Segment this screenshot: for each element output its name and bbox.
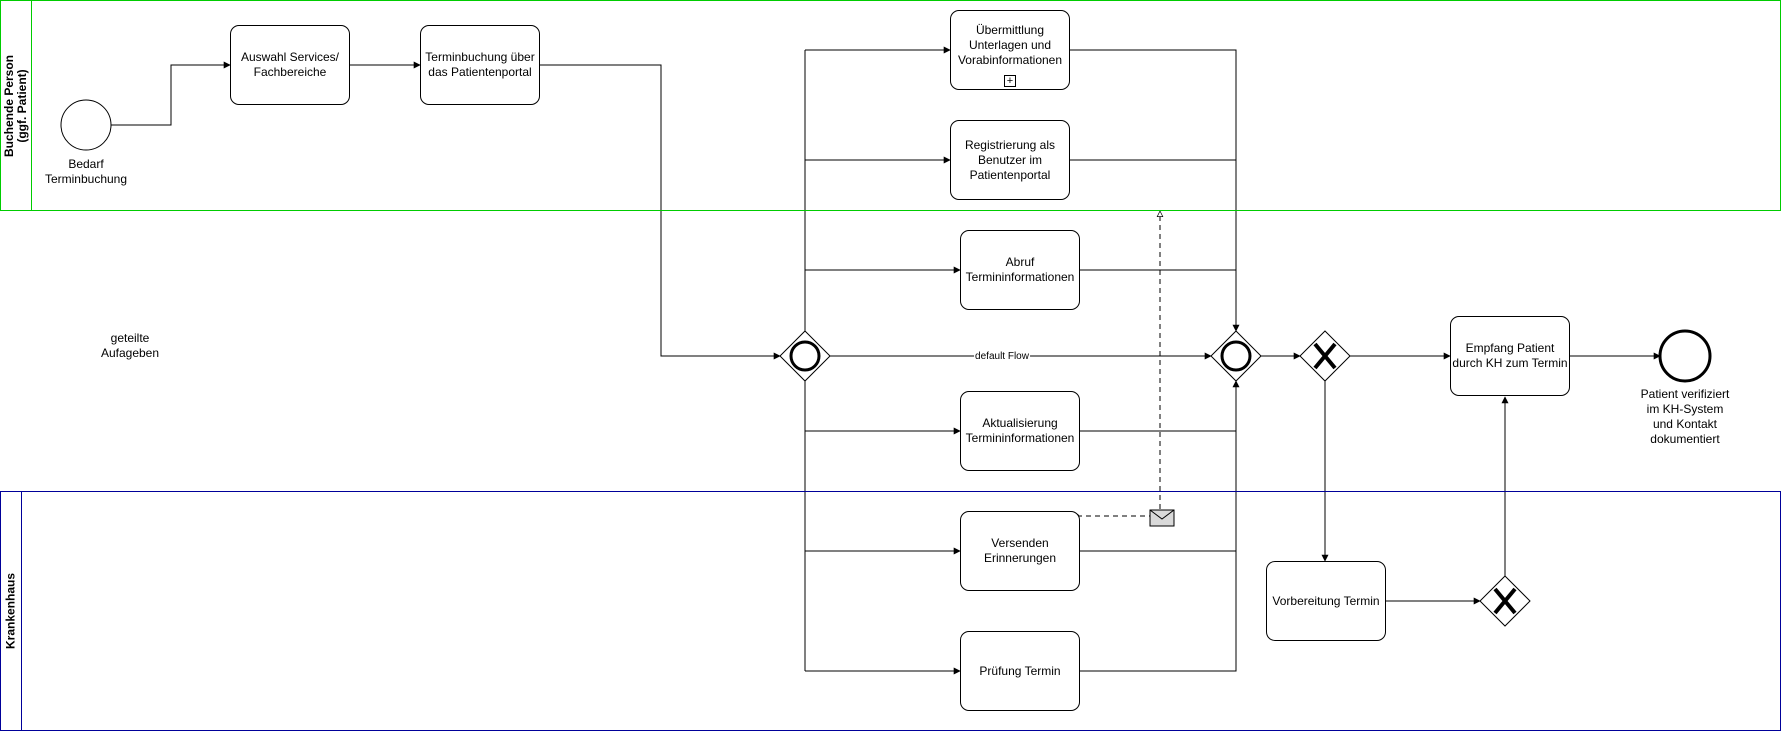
task-uebermittlung-unterlagen[interactable]: Übermittlung Unterlagen und Vorabinforma… bbox=[950, 10, 1070, 90]
task-versenden-erinnerungen[interactable]: Versenden Erinnerungen bbox=[960, 511, 1080, 591]
task-label: Aktualisierung Termininformationen bbox=[965, 416, 1075, 445]
task-abruf-termininformationen[interactable]: Abruf Termininformationen bbox=[960, 230, 1080, 310]
task-label: Registrierung als Benutzer im Patientenp… bbox=[964, 137, 1056, 182]
end-event-label: Patient verifiziert im KH-System und Kon… bbox=[1640, 387, 1730, 446]
lane-hospital: Krankenhaus bbox=[0, 491, 1781, 731]
task-terminbuchung[interactable]: Terminbuchung über das Patientenportal bbox=[420, 25, 540, 105]
task-label: Vorbereitung Termin bbox=[1272, 593, 1380, 608]
flow-start-to-auswahl bbox=[111, 61, 231, 126]
lane-hospital-title: Krankenhaus bbox=[3, 572, 18, 650]
inclusive-gateway-icon bbox=[779, 330, 831, 382]
task-aktualisierung-termininformationen[interactable]: Aktualisierung Termininformationen bbox=[960, 391, 1080, 471]
task-label: Übermittlung Unterlagen und Vorabinforma… bbox=[957, 22, 1063, 67]
task-label: Empfang Patient durch KH zum Termin bbox=[1452, 341, 1568, 370]
task-label: Terminbuchung über das Patientenportal bbox=[425, 50, 535, 79]
envelope-icon bbox=[1149, 509, 1175, 527]
task-pruefung-termin[interactable]: Prüfung Termin bbox=[960, 631, 1080, 711]
exclusive-gateway-icon bbox=[1479, 575, 1531, 627]
task-empfang-patient[interactable]: Empfang Patient durch KH zum Termin bbox=[1450, 316, 1570, 396]
message-flow-versenden-to-patient bbox=[1077, 211, 1160, 516]
start-event bbox=[60, 99, 112, 151]
lane-patient-header: Buchende Person (ggf. Patient) bbox=[1, 1, 32, 210]
task-label: Abruf Termininformationen bbox=[965, 255, 1075, 284]
start-event-label: Bedarf Terminbuchung bbox=[44, 157, 128, 186]
exclusive-gateway-icon bbox=[1299, 330, 1351, 382]
end-event bbox=[1658, 329, 1712, 383]
task-label: Versenden Erinnerungen bbox=[983, 536, 1057, 565]
lane-patient-title: Buchende Person (ggf. Patient) bbox=[2, 54, 29, 157]
lane-shared-label: geteilte Aufageben bbox=[100, 331, 160, 360]
subprocess-marker-icon: + bbox=[1004, 75, 1016, 87]
inclusive-gateway-icon bbox=[1210, 330, 1262, 382]
task-label: Prüfung Termin bbox=[979, 663, 1061, 678]
task-label: Auswahl Services/ Fachbereiche bbox=[240, 50, 340, 79]
task-registrierung[interactable]: Registrierung als Benutzer im Patientenp… bbox=[950, 120, 1070, 200]
flow-uebermittlung-to-join bbox=[1070, 49, 1240, 332]
flow-pruefung-to-join bbox=[1080, 380, 1240, 672]
lane-hospital-header: Krankenhaus bbox=[1, 492, 22, 730]
task-vorbereitung-termin[interactable]: Vorbereitung Termin bbox=[1266, 561, 1386, 641]
default-flow-label: default Flow bbox=[974, 351, 1030, 363]
task-auswahl-services[interactable]: Auswahl Services/ Fachbereiche bbox=[230, 25, 350, 105]
